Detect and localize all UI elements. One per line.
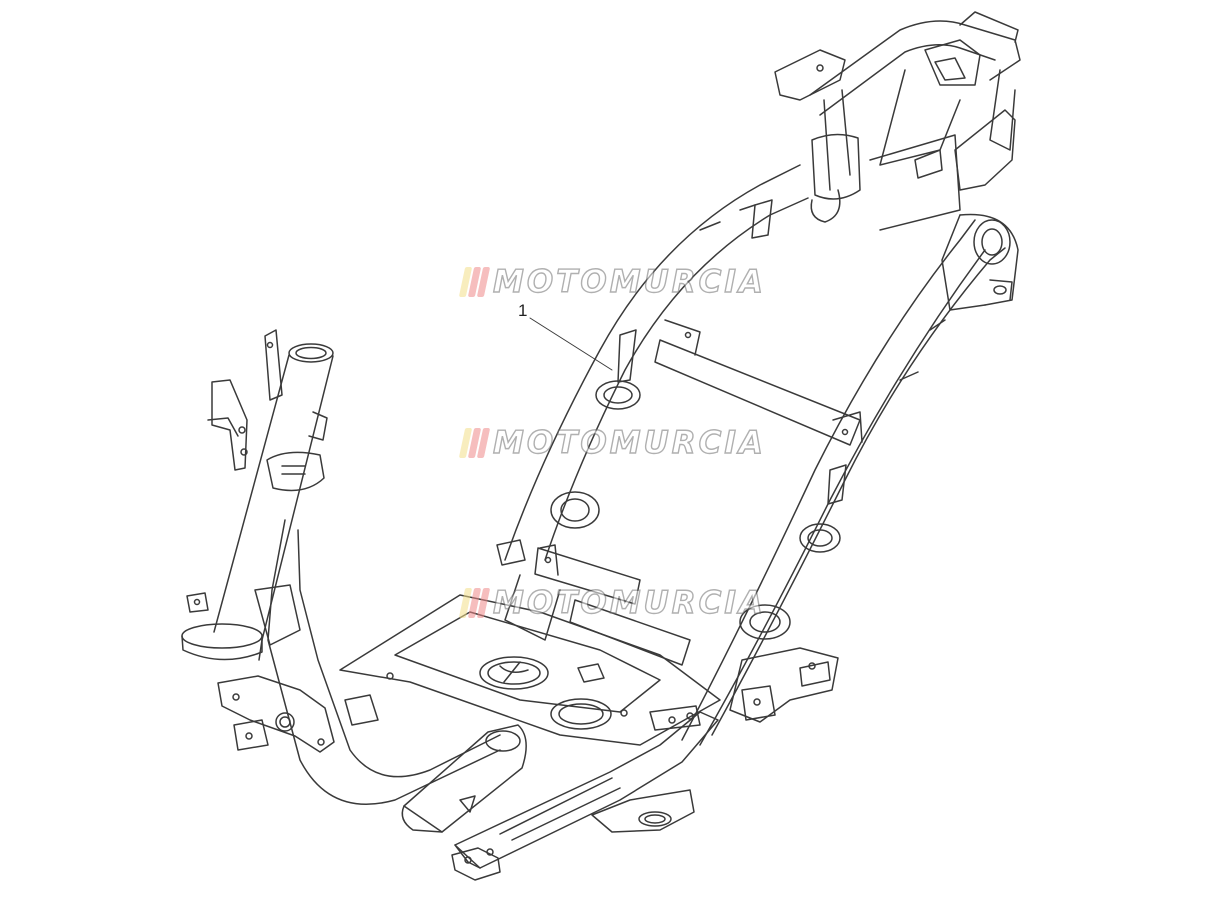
watermark-text: MOTOMURCIA [492, 263, 766, 300]
watermark: MOTOMURCIA [458, 263, 766, 300]
rear-pivot-mount [941, 213, 1019, 311]
right-floor-rail [451, 705, 719, 881]
left-main-rail [496, 164, 809, 641]
watermark-logo-icon [458, 267, 491, 297]
floor-cross-tube [401, 724, 527, 833]
watermark-text: MOTOMURCIA [492, 424, 766, 461]
watermark: MOTOMURCIA [458, 584, 766, 621]
cross-members [534, 319, 863, 666]
watermark: MOTOMURCIA [458, 424, 766, 461]
down-tube [254, 519, 501, 805]
watermark-logo-icon [458, 428, 491, 458]
steering-brackets [186, 329, 328, 613]
watermark-text: MOTOMURCIA [492, 584, 766, 621]
right-lower-bracket [729, 647, 839, 723]
callout-leader-line [529, 317, 613, 371]
steering-head-tube [181, 343, 334, 661]
watermark-logo-icon [458, 588, 491, 618]
lower-left-bracket [217, 675, 335, 753]
rear-subframe [774, 11, 1021, 231]
part-callout-number: 1 [518, 301, 528, 320]
